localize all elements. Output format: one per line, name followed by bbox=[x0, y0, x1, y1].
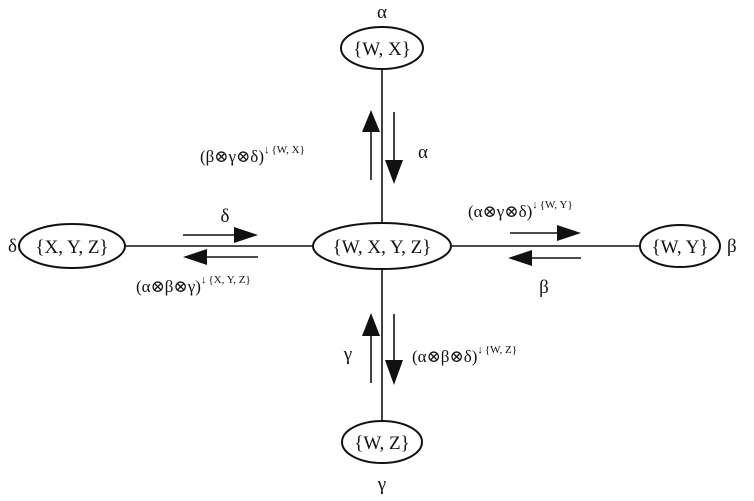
arrow-right-right bbox=[510, 225, 581, 241]
arrow-top-up bbox=[362, 110, 380, 180]
message-right-left: β bbox=[539, 277, 549, 298]
node-center: {W, X, Y, Z} bbox=[312, 222, 452, 270]
node-bottom: {W, Z} bbox=[341, 420, 423, 464]
node-bottom-label: {W, Z} bbox=[354, 433, 410, 454]
factor-label-left: δ bbox=[8, 236, 17, 257]
node-left-label: {X, Y, Z} bbox=[35, 237, 108, 258]
message-bottom-down: (α⊗β⊗δ)↓{W, Z} bbox=[412, 344, 517, 366]
node-left: {X, Y, Z} bbox=[18, 223, 126, 269]
node-top-label: {W, X} bbox=[353, 39, 411, 60]
node-center-label: {W, X, Y, Z} bbox=[333, 237, 432, 258]
message-right-right: (α⊗γ⊗δ)↓{W, Y} bbox=[468, 199, 573, 221]
factor-label-top: α bbox=[377, 2, 387, 23]
message-left-left: (α⊗β⊗γ)↓{X, Y, Z} bbox=[136, 274, 251, 296]
arrow-bottom-down bbox=[385, 314, 403, 385]
message-bottom-up: γ bbox=[343, 344, 352, 365]
arrow-left-left bbox=[183, 249, 258, 265]
message-top-up: (β⊗γ⊗δ)↓{W, X} bbox=[200, 144, 305, 166]
message-left-right: δ bbox=[221, 206, 230, 227]
arrow-right-left bbox=[508, 250, 581, 266]
node-right-label: {W, Y} bbox=[652, 237, 709, 258]
factor-label-right: β bbox=[727, 236, 737, 257]
arrow-top-down bbox=[385, 112, 403, 184]
arrow-bottom-up bbox=[362, 313, 380, 383]
node-top: {W, X} bbox=[340, 26, 424, 70]
arrow-left-right bbox=[183, 227, 258, 243]
message-top-down: α bbox=[418, 142, 428, 163]
factor-label-bottom: γ bbox=[377, 474, 386, 495]
node-right: {W, Y} bbox=[639, 224, 721, 268]
